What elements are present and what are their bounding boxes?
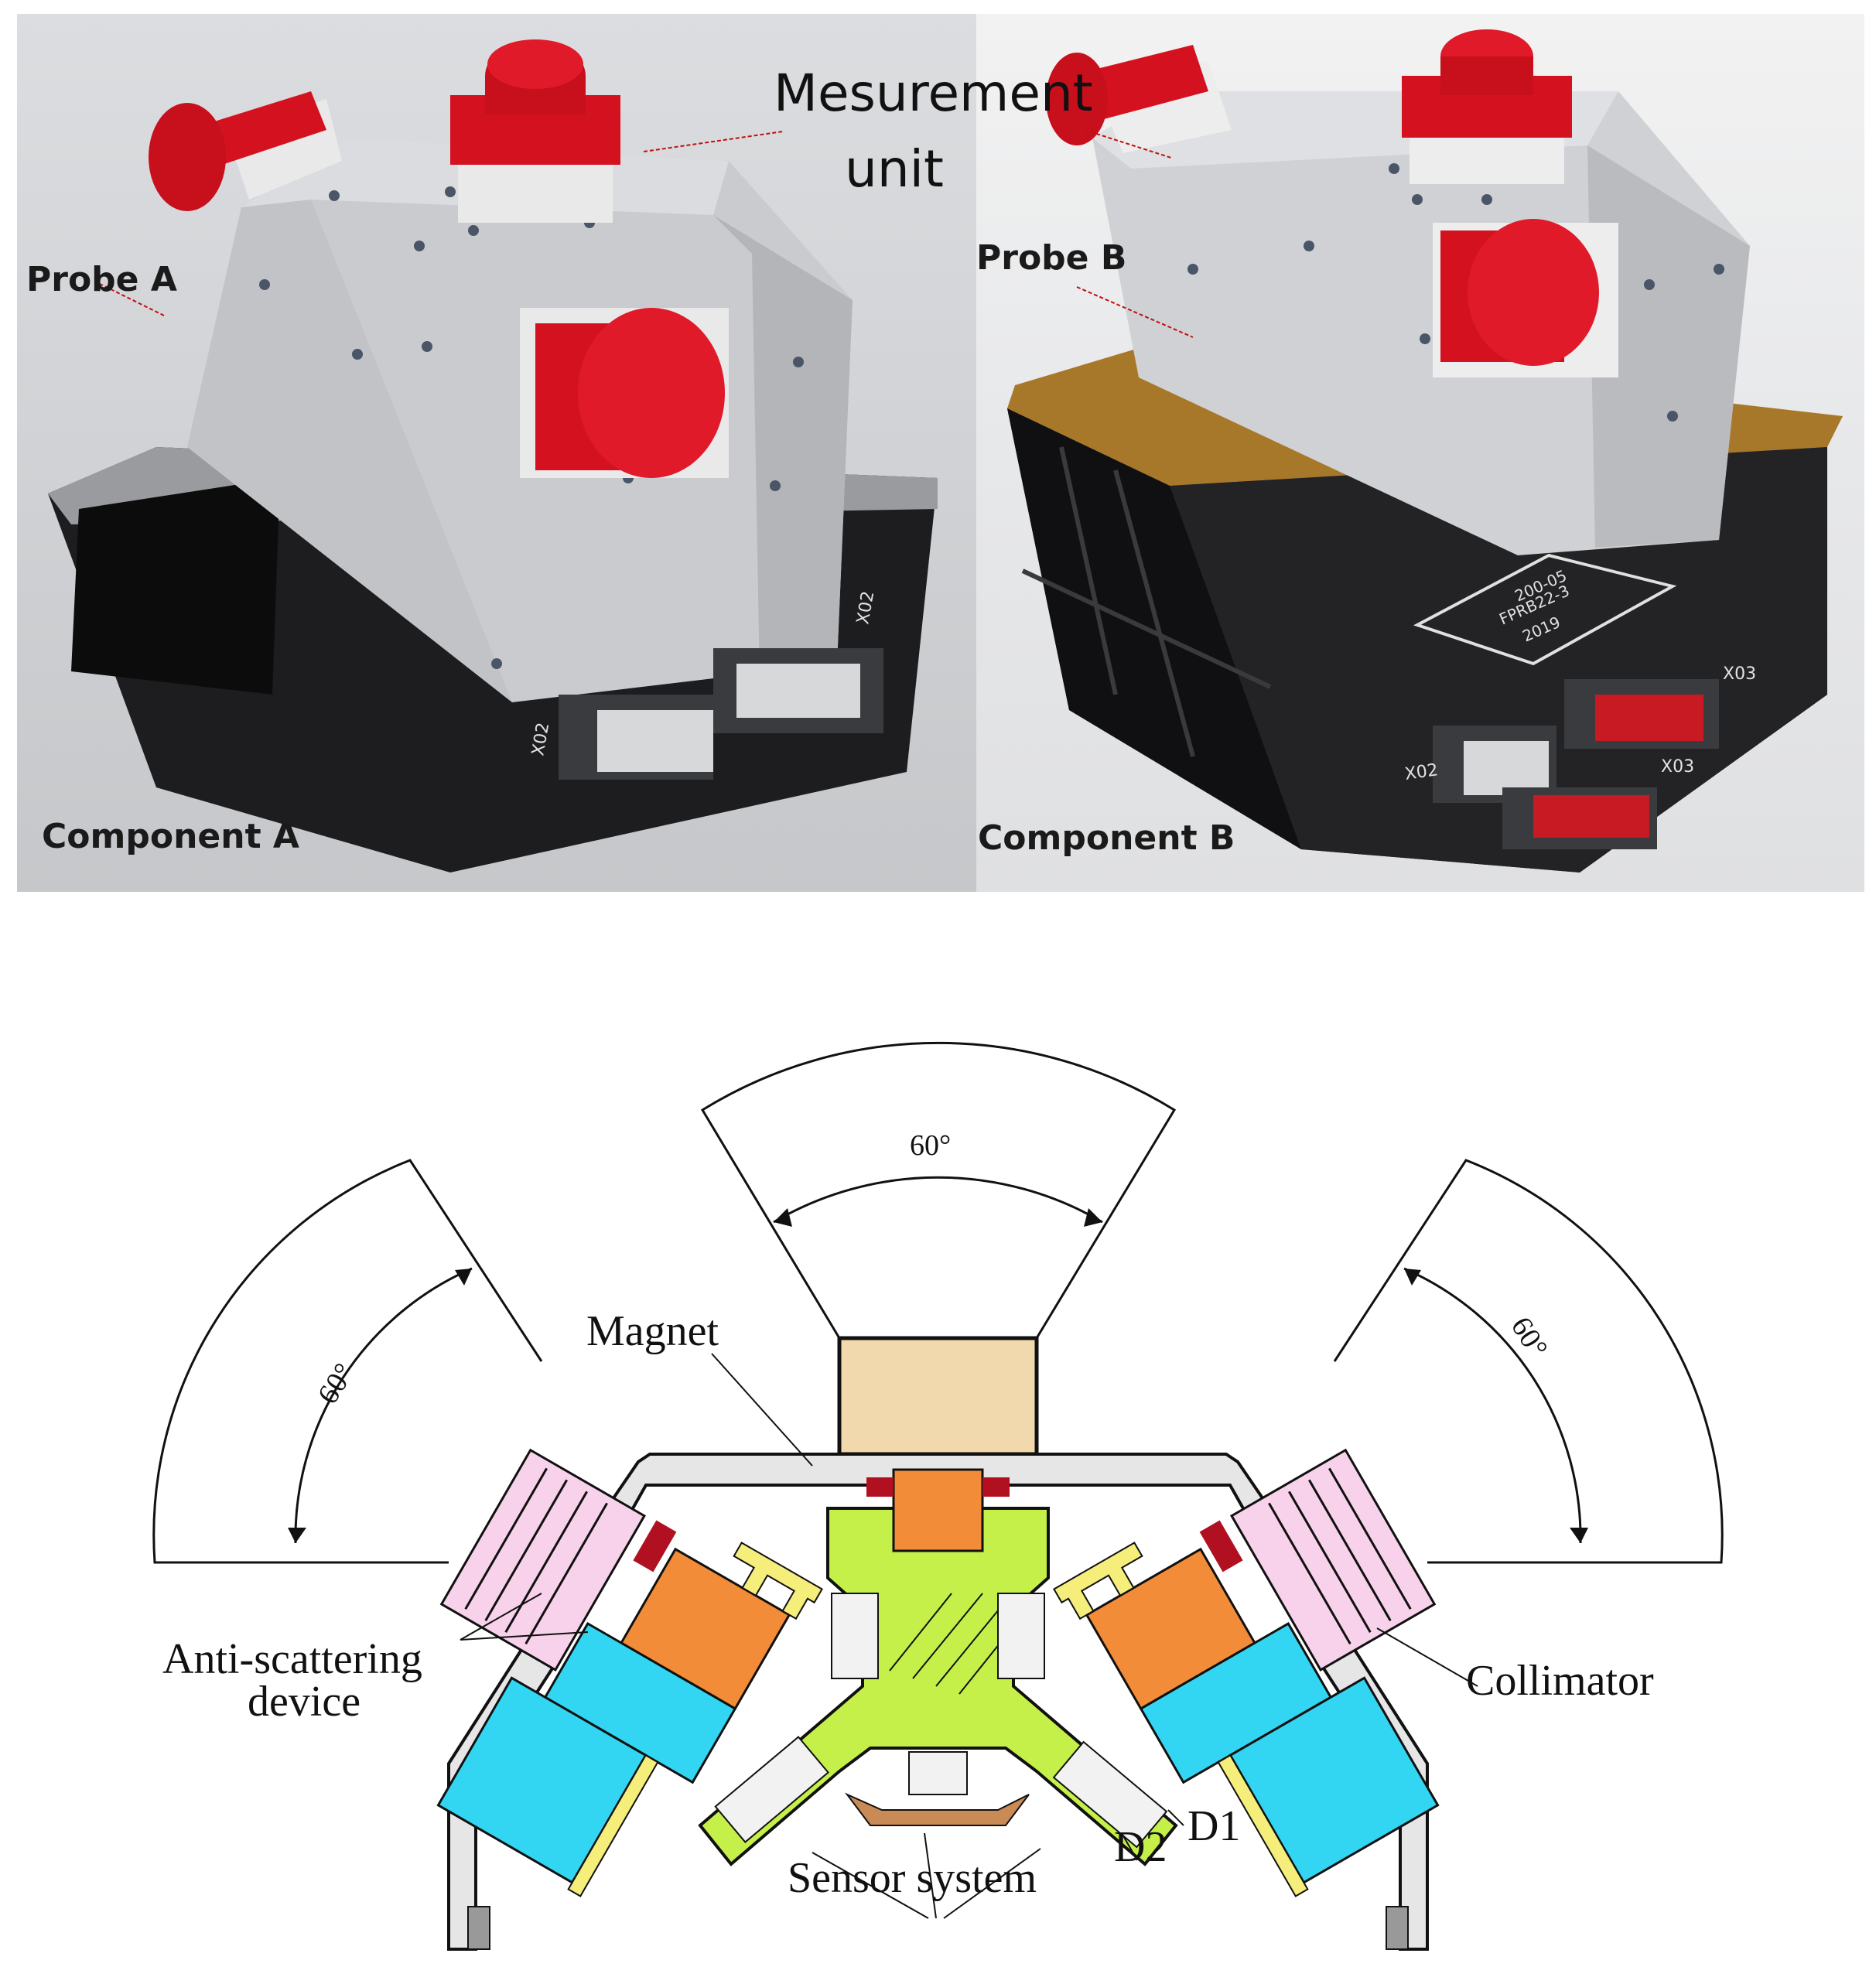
collimator-label: Collimator — [1466, 1657, 1654, 1705]
magnet-block — [837, 1336, 1039, 1456]
anti-scattering-label-line1: Anti-scattering — [162, 1635, 422, 1683]
connector-label-b2: X03 — [1723, 664, 1756, 684]
measurement-unit-label-line1: Mesurement — [774, 63, 1093, 123]
engraved-plate — [1413, 553, 1677, 666]
photo-component-b: 200-05 FPRB22-3 2019 X02 X03 X03 Probe B… — [976, 14, 1864, 892]
right-aperture-sector — [1333, 1159, 1724, 1564]
probe-cross-section-diagram — [152, 1041, 1724, 1951]
left-collimator — [439, 1448, 646, 1672]
connectors — [559, 648, 883, 780]
component-b-illustration: 200-05 FPRB22-3 2019 X02 X03 X03 — [1007, 29, 1843, 872]
angle-label-top: 60° — [910, 1129, 952, 1162]
connector-label-b3: X03 — [1661, 757, 1694, 777]
component-b-label: Component B — [978, 818, 1235, 858]
top-aperture-sector — [700, 1041, 1177, 1339]
base-side-recess — [71, 478, 280, 695]
anti-scattering-label-line2: device — [248, 1678, 361, 1726]
photo-component-a: X02 X02 Probe A Component A — [17, 14, 976, 892]
probe-a-label: Probe A — [26, 260, 177, 299]
top-angle-arc — [773, 1176, 1103, 1224]
left-aperture-sector — [152, 1159, 543, 1564]
measurement-callout-right — [1084, 129, 1172, 159]
probe-a-left-face — [187, 200, 512, 702]
sensor-system-label: Sensor system — [788, 1854, 1037, 1902]
probe-b-body — [1092, 91, 1750, 555]
sensor-stacks — [831, 1593, 1045, 1795]
central-orange-block — [892, 1468, 984, 1552]
d1-label: D1 — [1187, 1802, 1241, 1850]
measurement-callout-left — [643, 131, 784, 152]
probe-b-callout — [1076, 286, 1194, 338]
right-angle-arc — [1403, 1267, 1582, 1544]
right-detector-module — [1053, 1520, 1440, 1897]
leader-lines — [460, 1353, 1478, 1919]
probe-b-label: Probe B — [976, 238, 1127, 278]
left-detector-module — [436, 1520, 823, 1897]
base-side-b — [1007, 408, 1301, 849]
measurement-unit-label-line2: unit — [845, 139, 944, 199]
connector-label-b1: X02 — [1403, 760, 1439, 784]
left-angle-arc — [294, 1267, 473, 1544]
sensor-base-plate — [844, 1792, 1030, 1826]
component-a-illustration: X02 X02 — [48, 39, 938, 872]
probe-a-right-face — [713, 215, 853, 679]
d2-label: D2 — [1114, 1823, 1167, 1871]
component-a-label: Component A — [42, 817, 299, 856]
right-collimator — [1230, 1448, 1437, 1672]
magnet-label: Magnet — [586, 1307, 719, 1355]
